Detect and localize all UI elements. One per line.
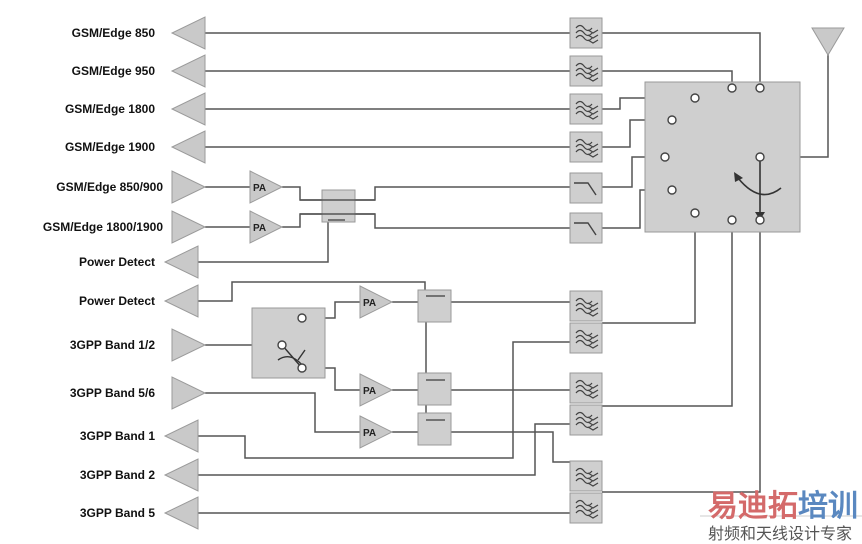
port-label: 3GPP Band 5/6 xyxy=(70,386,155,400)
port-triangles xyxy=(163,16,207,530)
rx-port-icon xyxy=(170,16,206,50)
bandpass-filter-icon xyxy=(569,492,603,524)
watermark: 易迪拓培训 射频和天线设计专家 xyxy=(700,489,862,543)
bandpass-filter-icon xyxy=(569,460,603,492)
port-label: Power Detect xyxy=(79,255,155,269)
rx-port-icon xyxy=(170,130,206,164)
rx-port-icon xyxy=(163,458,199,492)
port-label: GSM/Edge 1800/1900 xyxy=(43,220,163,234)
rx-port-icon xyxy=(163,496,199,530)
pa-icon: PA xyxy=(359,415,393,449)
bandpass-filter-icon xyxy=(569,55,603,87)
pa-icon: PA xyxy=(249,170,283,204)
rx-port-icon xyxy=(170,54,206,88)
port-label: Power Detect xyxy=(79,294,155,308)
watermark-title: 易迪拓培训 xyxy=(708,489,858,524)
port-label: GSM/Edge 1800 xyxy=(65,102,155,116)
svg-text:PA: PA xyxy=(363,428,376,439)
svg-text:PA: PA xyxy=(363,386,376,397)
port-label: GSM/Edge 850/900 xyxy=(56,180,163,194)
rx-port-icon xyxy=(163,419,199,453)
bandpass-filter-icon xyxy=(569,131,603,163)
tx-port-icon xyxy=(171,210,207,244)
detect-port-icon xyxy=(163,245,199,279)
filters xyxy=(569,17,603,524)
rx-port-icon xyxy=(170,92,206,126)
port-label: GSM/Edge 1900 xyxy=(65,140,155,154)
coupler-icon xyxy=(417,412,452,446)
svg-text:PA: PA xyxy=(253,183,266,194)
band-switch xyxy=(251,307,326,379)
bandpass-filter-icon xyxy=(569,17,603,49)
coupler-lines xyxy=(300,199,445,421)
coupler-icon xyxy=(321,189,356,223)
coupler-icon xyxy=(417,289,452,323)
pa-icon: PA xyxy=(249,210,283,244)
pa-icon: PA xyxy=(359,285,393,319)
lowpass-filter-icon xyxy=(569,172,603,204)
port-label: 3GPP Band 1/2 xyxy=(70,338,155,352)
tx-port-icon xyxy=(171,328,207,362)
port-labels: GSM/Edge 850 GSM/Edge 950 GSM/Edge 1800 … xyxy=(43,26,163,520)
port-label: GSM/Edge 850 xyxy=(72,26,156,40)
port-label: GSM/Edge 950 xyxy=(72,64,156,78)
bandpass-filter-icon xyxy=(569,404,603,436)
antenna-icon xyxy=(811,27,845,56)
port-label: 3GPP Band 5 xyxy=(80,506,155,520)
bandpass-filter-icon xyxy=(569,290,603,322)
svg-text:PA: PA xyxy=(253,223,266,234)
bandpass-filter-icon xyxy=(569,372,603,404)
tx-port-icon xyxy=(171,170,207,204)
port-label: 3GPP Band 1 xyxy=(80,429,155,443)
lowpass-filter-icon xyxy=(569,212,603,244)
bandpass-filter-icon xyxy=(569,93,603,125)
antenna-switch xyxy=(644,81,801,233)
coupler-icon xyxy=(417,372,452,406)
port-label: 3GPP Band 2 xyxy=(80,468,155,482)
detect-port-icon xyxy=(163,284,199,318)
tx-port-icon xyxy=(171,376,207,410)
power-amplifiers: PA PA PA PA PA xyxy=(249,170,393,449)
watermark-subtitle: 射频和天线设计专家 xyxy=(708,524,852,543)
pa-icon: PA xyxy=(359,373,393,407)
svg-text:PA: PA xyxy=(363,298,376,309)
bandpass-filter-icon xyxy=(569,322,603,354)
